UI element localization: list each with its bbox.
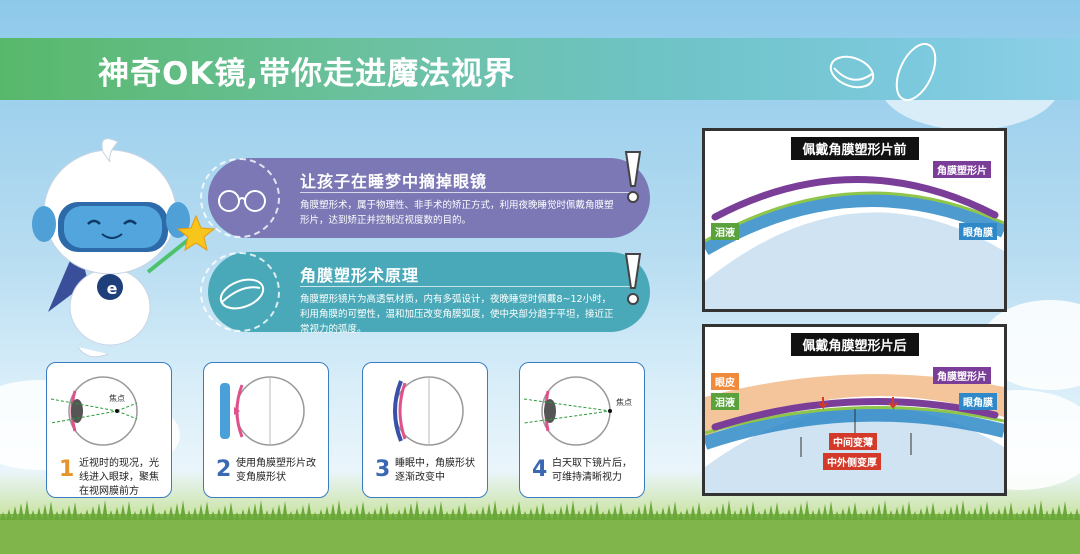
diagram-title: 佩戴角膜塑形片后: [790, 333, 919, 356]
tear-label: 泪液: [711, 393, 739, 410]
step-panel-4: 焦点 4 白天取下镜片后，可维持清晰视力: [519, 362, 645, 498]
step-number: 1: [59, 457, 75, 482]
exclamation-icon: [624, 151, 642, 203]
step-text: 睡眠中，角膜形状逐渐改变中: [395, 458, 475, 483]
mid-thick-label: 中外侧变厚: [823, 453, 881, 470]
card-title: 角膜塑形术原理: [300, 266, 420, 285]
diagram-before: 佩戴角膜塑形片前 角膜塑形片 泪液 眼角膜: [702, 128, 1007, 312]
card-title: 让孩子在睡梦中摘掉眼镜: [300, 172, 488, 191]
lens-icon: [829, 42, 937, 102]
step-panel-1: 焦点 1 近视时的现况，光线进入眼球，聚焦在视网膜前方: [46, 362, 172, 498]
card-text: 角膜塑形术，属于物理性、非手术的矫正方式，利用夜晚睡觉时佩戴角膜塑形片，达到矫正…: [300, 200, 614, 226]
step-number: 3: [375, 457, 391, 482]
eye-focus-diagram: [50, 376, 138, 446]
step-text: 使用角膜塑形片改变角膜形状: [236, 458, 316, 483]
divider: [300, 286, 630, 287]
mascot-illustration: [32, 138, 216, 358]
focus-label: 焦点: [616, 398, 632, 407]
step-text: 近视时的现况，光线进入眼球，聚焦在视网膜前方: [79, 458, 159, 497]
cornea-label: 眼角膜: [959, 223, 997, 240]
exclamation-icon: [624, 253, 642, 305]
diagram-after: 佩戴角膜塑形片后 眼皮 角膜塑形片 泪液 眼角膜 中间变薄 中外侧变厚: [702, 324, 1007, 496]
mascot-badge: e: [106, 279, 118, 298]
lens-on-cornea-diagram: [220, 376, 305, 446]
eyelid-label: 眼皮: [711, 373, 739, 390]
glasses-icon: [200, 158, 280, 238]
info-card-principle: 角膜塑形术原理 角膜塑形镜片为高透氧材质，内有多弧设计，夜晚睡觉时佩戴8~12小…: [200, 252, 650, 335]
info-card-glasses: 让孩子在睡梦中摘掉眼镜 角膜塑形术，属于物理性、非手术的矫正方式，利用夜晚睡觉时…: [200, 158, 650, 238]
step-text: 白天取下镜片后，可维持清晰视力: [552, 458, 632, 483]
divider: [300, 192, 630, 193]
center-thin-label: 中间变薄: [829, 433, 877, 450]
cornea-reshaping-diagram: [393, 376, 464, 446]
step-panel-2: 2 使用角膜塑形片改变角膜形状: [203, 362, 329, 498]
contact-lens-icon: [200, 252, 280, 332]
focus-label: 焦点: [109, 394, 125, 403]
tear-label: 泪液: [711, 223, 739, 240]
clear-vision-diagram: [523, 376, 612, 446]
cornea-before-illustration: [705, 176, 1004, 309]
step-number: 4: [532, 457, 548, 482]
card-text: 角膜塑形镜片为高透氧材质，内有多弧设计，夜晚睡觉时佩戴8~12小时，利用角膜的可…: [300, 294, 614, 335]
step-panel-3: 3 睡眠中，角膜形状逐渐改变中: [362, 362, 488, 498]
page-title: 神奇OK镜,带你走进魔法视界: [98, 56, 516, 92]
step-number: 2: [216, 457, 232, 482]
grass-decoration: [0, 500, 1080, 554]
diagram-title: 佩戴角膜塑形片前: [790, 137, 919, 160]
cornea-label: 眼角膜: [959, 393, 997, 410]
lens-label: 角膜塑形片: [933, 367, 991, 384]
lens-label: 角膜塑形片: [933, 161, 991, 178]
